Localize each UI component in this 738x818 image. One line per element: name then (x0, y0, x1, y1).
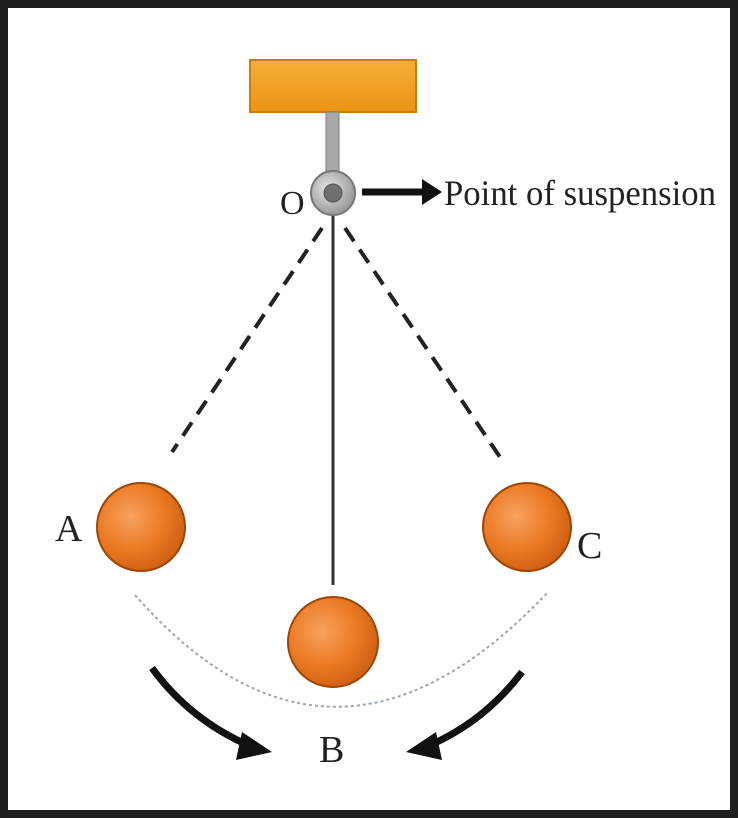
label-o: O (280, 185, 305, 222)
label-a: A (55, 508, 83, 550)
motion-arrow-left-head (236, 732, 272, 760)
pendulum-svg: O Point of suspension A B C (55, 59, 716, 771)
swing-arc (134, 591, 549, 708)
bob-a (96, 482, 186, 572)
string-to-c (343, 226, 504, 462)
label-c: C (577, 525, 602, 567)
support-bar (249, 59, 417, 113)
label-b: B (319, 729, 344, 771)
suspension-arrow-head (422, 179, 442, 205)
motion-arrow-right (426, 669, 525, 750)
string-to-a (170, 226, 324, 454)
bob-c (482, 482, 572, 572)
pendulum-diagram: O Point of suspension A B C (8, 8, 730, 810)
suspension-caption: Point of suspension (444, 173, 716, 213)
motion-arrow-right-head (406, 732, 442, 760)
pivot-inner (323, 183, 343, 203)
bob-b (287, 596, 379, 688)
motion-arrow-left (149, 665, 252, 750)
support-rod (325, 111, 340, 173)
